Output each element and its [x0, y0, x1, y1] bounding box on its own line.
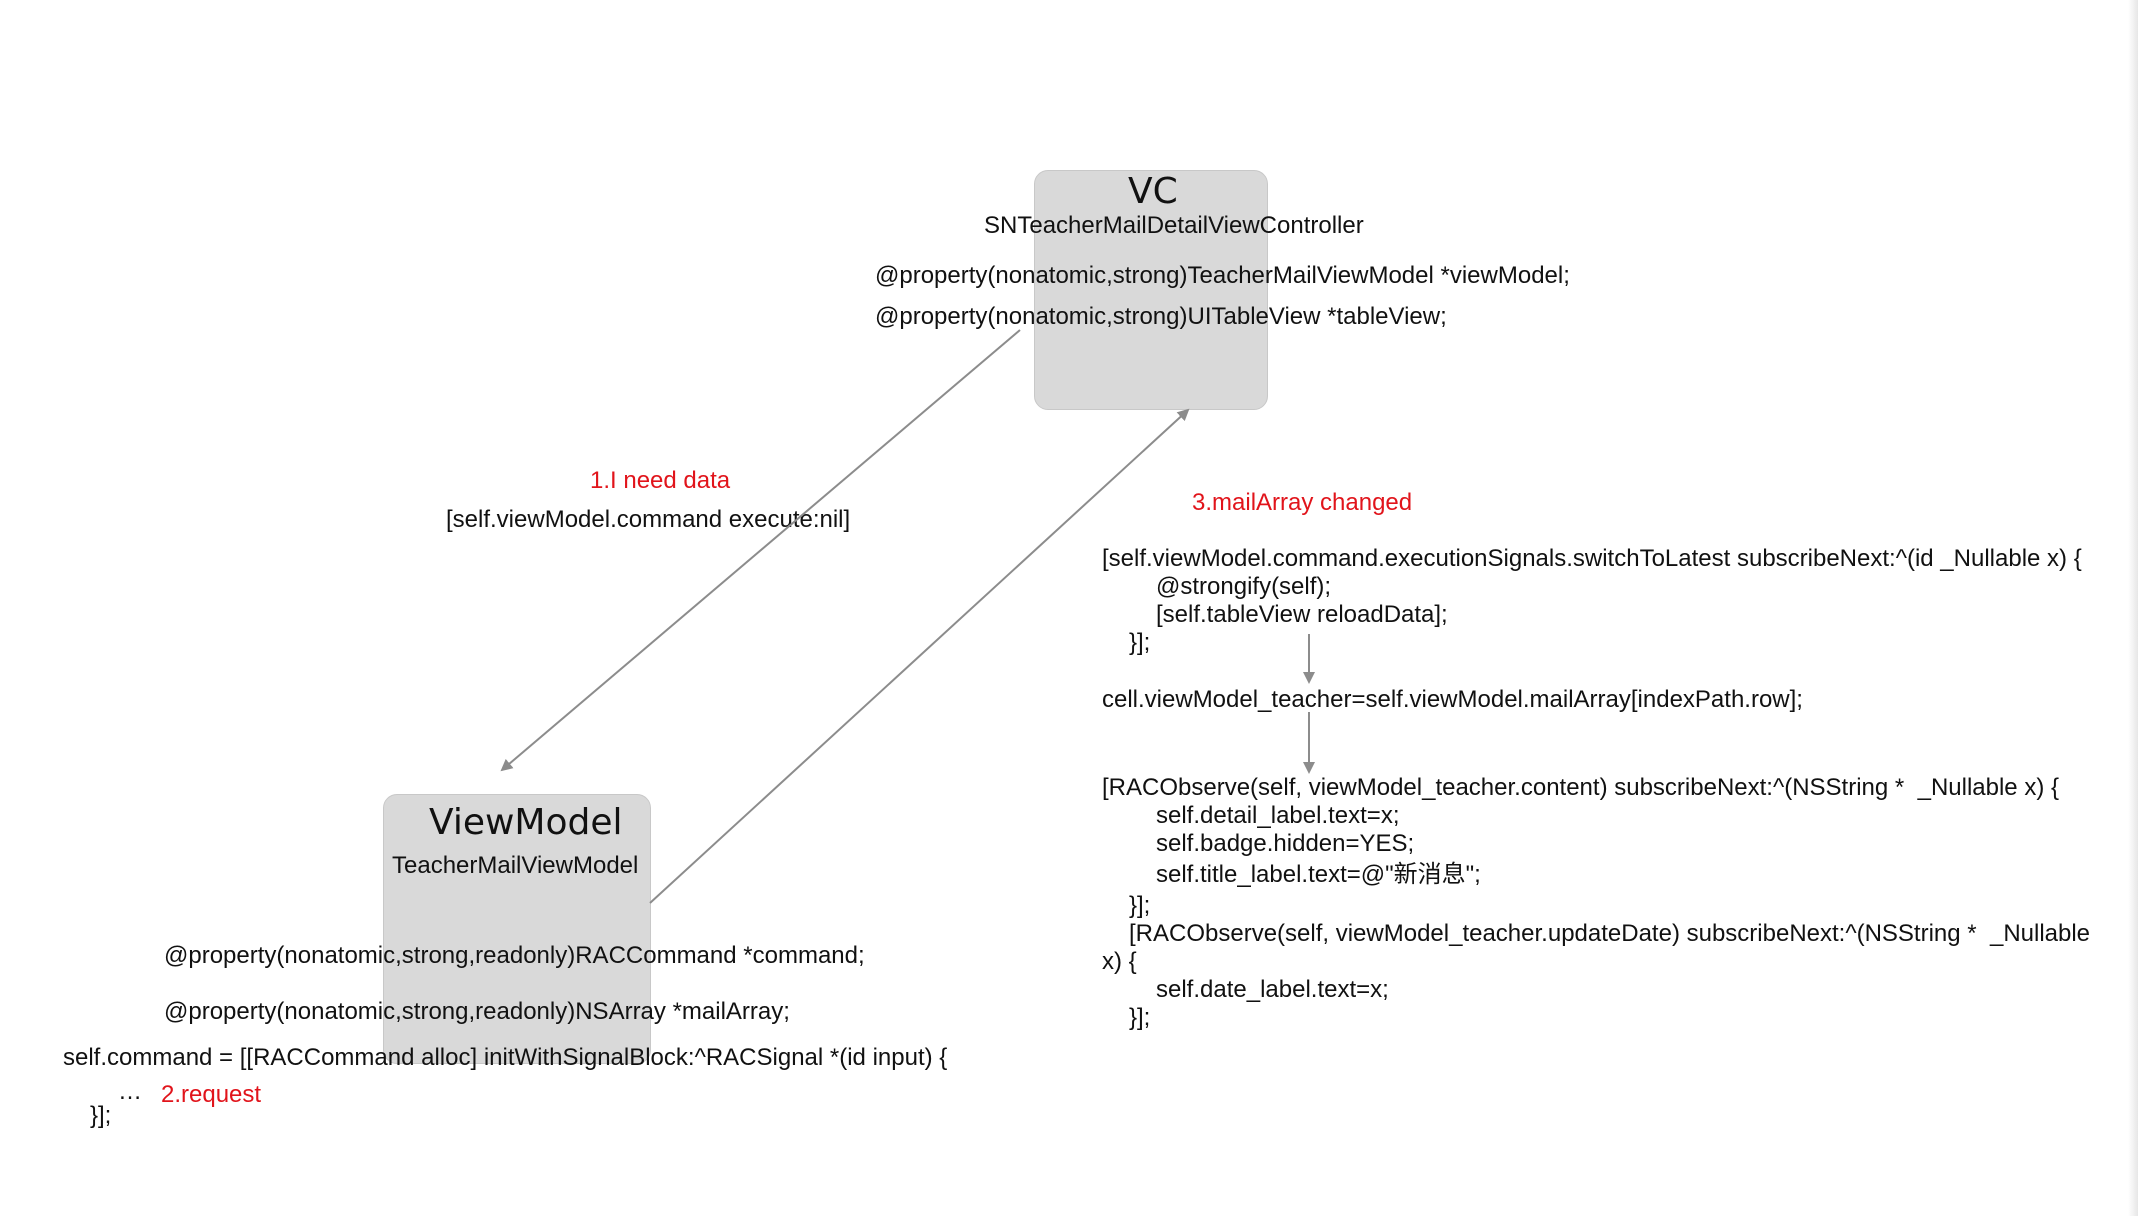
- step3-block2-line5: }];: [1129, 892, 1151, 919]
- step3-block2-line6: [RACObserve(self, viewModel_teacher.upda…: [1129, 920, 2091, 947]
- vc-property-tableview: @property(nonatomic,strong)UITableView *…: [875, 303, 1447, 330]
- step3-block2-line1: [RACObserve(self, viewModel_teacher.cont…: [1102, 774, 2059, 801]
- step3-block1-line2: @strongify(self);: [1156, 573, 1332, 600]
- viewmodel-code-close: }];: [90, 1102, 112, 1129]
- step3-block1-line3: [self.tableView reloadData];: [1156, 601, 1448, 628]
- viewmodel-box: [383, 794, 651, 1064]
- arrow-viewmodel-to-vc: [649, 408, 1190, 904]
- step3-block2-line7: x) {: [1102, 948, 1137, 975]
- step1-code: [self.viewModel.command execute:nil]: [446, 506, 851, 533]
- step3-label: 3.mailArray changed: [1192, 489, 1413, 516]
- step1-label: 1.I need data: [590, 467, 731, 494]
- vc-property-viewmodel: @property(nonatomic,strong)TeacherMailVi…: [875, 262, 1570, 289]
- vc-box: [1034, 170, 1268, 410]
- viewmodel-property-command: @property(nonatomic,strong,readonly)RACC…: [164, 942, 865, 969]
- arrow-vc-to-viewmodel: [500, 329, 1021, 772]
- step3-block2-line9: }];: [1129, 1004, 1151, 1031]
- step3-block2-line4: self.title_label.text=@"新消息";: [1156, 861, 1481, 888]
- viewmodel-class-name: TeacherMailViewModel: [392, 852, 639, 879]
- viewmodel-title: ViewModel: [429, 802, 623, 843]
- viewmodel-property-mailarray: @property(nonatomic,strong,readonly)NSAr…: [164, 998, 790, 1025]
- page-right-edge: [2128, 0, 2138, 1216]
- step3-cell-line: cell.viewModel_teacher=self.viewModel.ma…: [1102, 686, 1803, 713]
- viewmodel-code-ellipsis: …: [118, 1078, 142, 1105]
- vc-title: VC: [1128, 171, 1178, 212]
- viewmodel-command-code: self.command = [[RACCommand alloc] initW…: [63, 1044, 948, 1071]
- step3-block2-line3: self.badge.hidden=YES;: [1156, 830, 1415, 857]
- step3-block2-line8: self.date_label.text=x;: [1156, 976, 1389, 1003]
- step3-block1-line1: [self.viewModel.command.executionSignals…: [1102, 545, 2082, 572]
- step3-block2-line2: self.detail_label.text=x;: [1156, 802, 1400, 829]
- step3-block1-line4: }];: [1129, 629, 1151, 656]
- vc-class-name: SNTeacherMailDetailViewController: [984, 212, 1364, 239]
- step2-label: 2.request: [161, 1081, 262, 1108]
